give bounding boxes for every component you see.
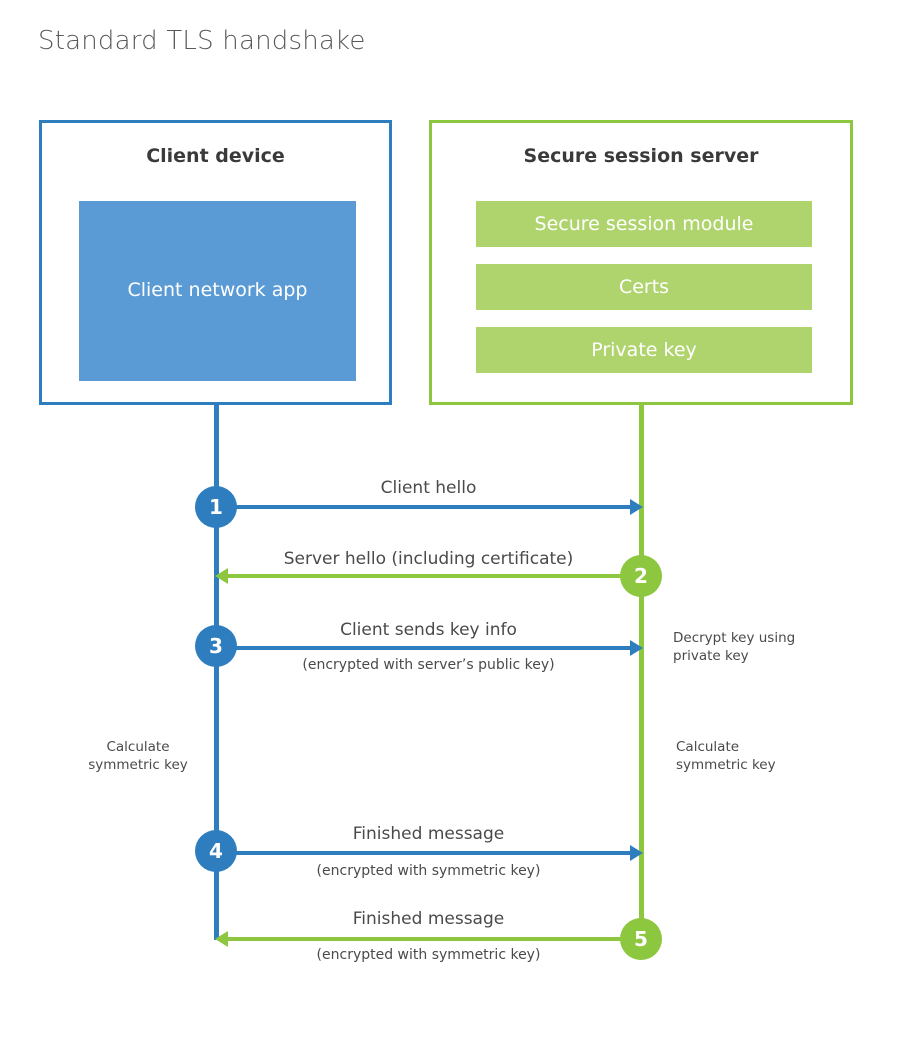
annotation-server-calculate-symmetric-key: Calculate symmetric key — [676, 739, 776, 774]
step-2-arrow-head — [215, 568, 228, 584]
step-5-circle: 5 — [620, 918, 662, 960]
server-module-certs: Certs — [476, 264, 812, 310]
step-4-arrow-line — [216, 851, 630, 855]
client-device-box: Client device Client network app — [39, 120, 392, 405]
step-2-circle: 2 — [620, 555, 662, 597]
client-network-app-block: Client network app — [79, 201, 356, 381]
step-4-circle: 4 — [195, 830, 237, 872]
step-2-label: Server hello (including certificate) — [283, 549, 574, 569]
client-device-title: Client device — [146, 145, 285, 167]
annotation-client-calculate-symmetric-key: Calculate symmetric key — [88, 739, 188, 774]
server-module-private-key: Private key — [476, 327, 812, 373]
step-1-arrow-head — [630, 499, 643, 515]
step-1-circle: 1 — [195, 486, 237, 528]
step-3-arrow-line — [216, 646, 630, 650]
client-lifeline — [214, 402, 219, 940]
step-5-sublabel: (encrypted with symmetric key) — [316, 947, 541, 963]
step-1-label: Client hello — [380, 478, 477, 498]
server-module-secure-session-module: Secure session module — [476, 201, 812, 247]
step-3-sublabel: (encrypted with server’s public key) — [302, 657, 555, 673]
secure-session-server-box: Secure session server Secure session mod… — [429, 120, 853, 405]
step-1-arrow-line — [216, 505, 630, 509]
secure-session-server-title: Secure session server — [523, 145, 759, 167]
step-2-arrow-line — [228, 574, 642, 578]
server-lifeline — [639, 402, 644, 940]
step-3-arrow-head — [630, 640, 643, 656]
page-title: Standard TLS handshake — [38, 26, 366, 56]
step-5-arrow-head — [215, 931, 228, 947]
step-5-label: Finished message — [352, 909, 505, 929]
step-3-label: Client sends key info — [340, 620, 517, 640]
step-5-arrow-line — [228, 937, 642, 941]
step-4-sublabel: (encrypted with symmetric key) — [316, 863, 541, 879]
step-3-circle: 3 — [195, 625, 237, 667]
annotation-decrypt-key: Decrypt key using private key — [673, 630, 796, 665]
step-4-arrow-head — [630, 845, 643, 861]
step-4-label: Finished message — [352, 824, 505, 844]
